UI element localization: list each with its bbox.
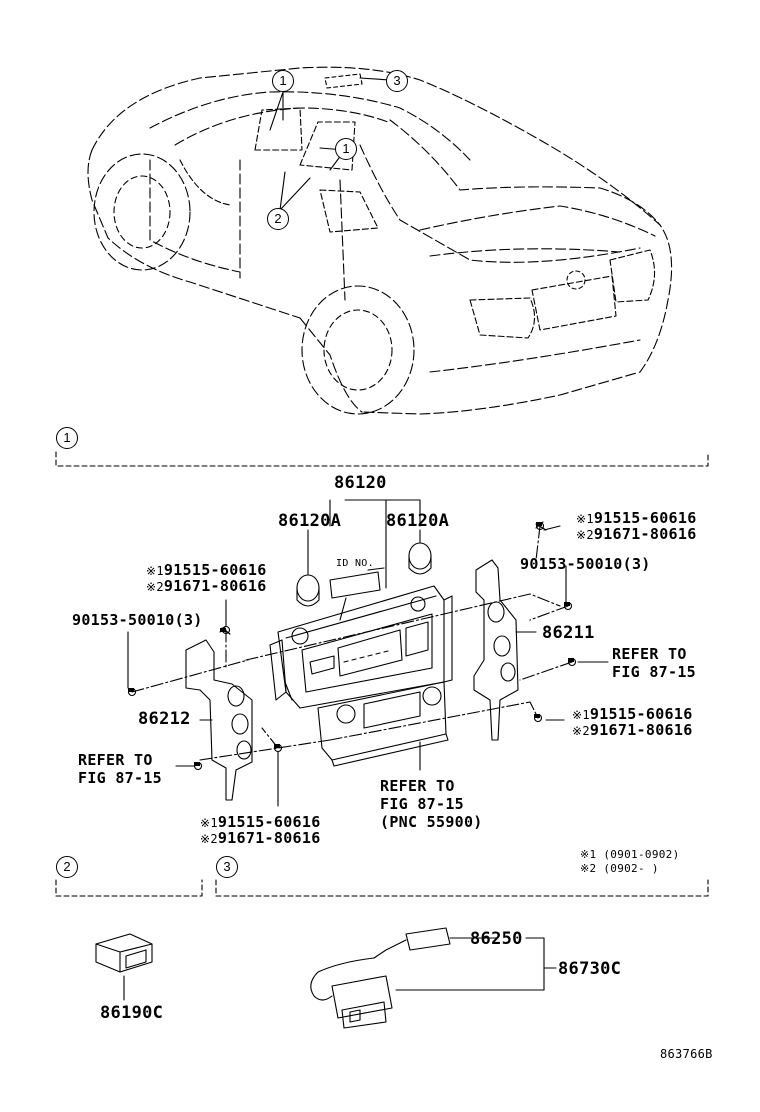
part-number-86730c: 86730C <box>558 959 622 979</box>
screw-tr-label-2: ※291671-80616 <box>576 525 697 543</box>
screw-bl-label-1: ※191515-60616 <box>200 813 321 831</box>
section-1-marker: 1 <box>56 427 78 449</box>
refer-right-line2: FIG 87-15 <box>612 663 696 681</box>
bracket-86212-drawing <box>185 639 253 801</box>
part-number-86120a-right: 86120A <box>386 511 450 531</box>
screw-tl-label-2: ※291671-80616 <box>146 577 267 595</box>
screw-br-label-1: ※191515-60616 <box>572 705 693 723</box>
switch-86190c-drawing <box>95 933 153 973</box>
screw-tl-label-1: ※191515-60616 <box>146 561 267 579</box>
bolt-left-label: 90153-50010(3) <box>72 611 203 629</box>
refer-left-line2: FIG 87-15 <box>78 769 162 787</box>
cord-86730c-drawing <box>310 927 451 1029</box>
bolt-right-label: 90153-50010(3) <box>520 555 651 573</box>
part-number-86190c: 86190C <box>100 1003 164 1023</box>
screw-br-label-2: ※291671-80616 <box>572 721 693 739</box>
part-number-86120: 86120 <box>334 473 387 493</box>
illustration-id: 863766B <box>660 1047 713 1061</box>
vehicle-illustration <box>87 66 673 415</box>
legend-note-1: ※1 (0901-0902) <box>580 848 680 861</box>
refer-bottom-line2: FIG 87-15 <box>380 795 464 813</box>
callout-1-top: 1 <box>272 70 294 92</box>
screw-bl-label-2: ※291671-80616 <box>200 829 321 847</box>
refer-right-line1: REFER TO <box>612 645 687 663</box>
part-number-86250: 86250 <box>470 929 523 949</box>
refer-left-line1: REFER TO <box>78 751 153 769</box>
section-2-marker: 2 <box>56 856 78 878</box>
part-number-86120a-left: 86120A <box>278 511 342 531</box>
part-number-86212: 86212 <box>138 709 191 729</box>
callout-2: 2 <box>267 208 289 230</box>
refer-bottom-line1: REFER TO <box>380 777 455 795</box>
refer-bottom-line3: (PNC 55900) <box>380 813 483 831</box>
id-no-label: ID NO. <box>336 558 374 569</box>
callout-3: 3 <box>386 70 408 92</box>
section-3-marker: 3 <box>216 856 238 878</box>
callout-1-mid: 1 <box>335 138 357 160</box>
bracket-86211-drawing <box>473 559 519 741</box>
screw-tr-label-1: ※191515-60616 <box>576 509 697 527</box>
part-number-86211: 86211 <box>542 623 595 643</box>
legend-note-2: ※2 (0902- ) <box>580 862 659 875</box>
